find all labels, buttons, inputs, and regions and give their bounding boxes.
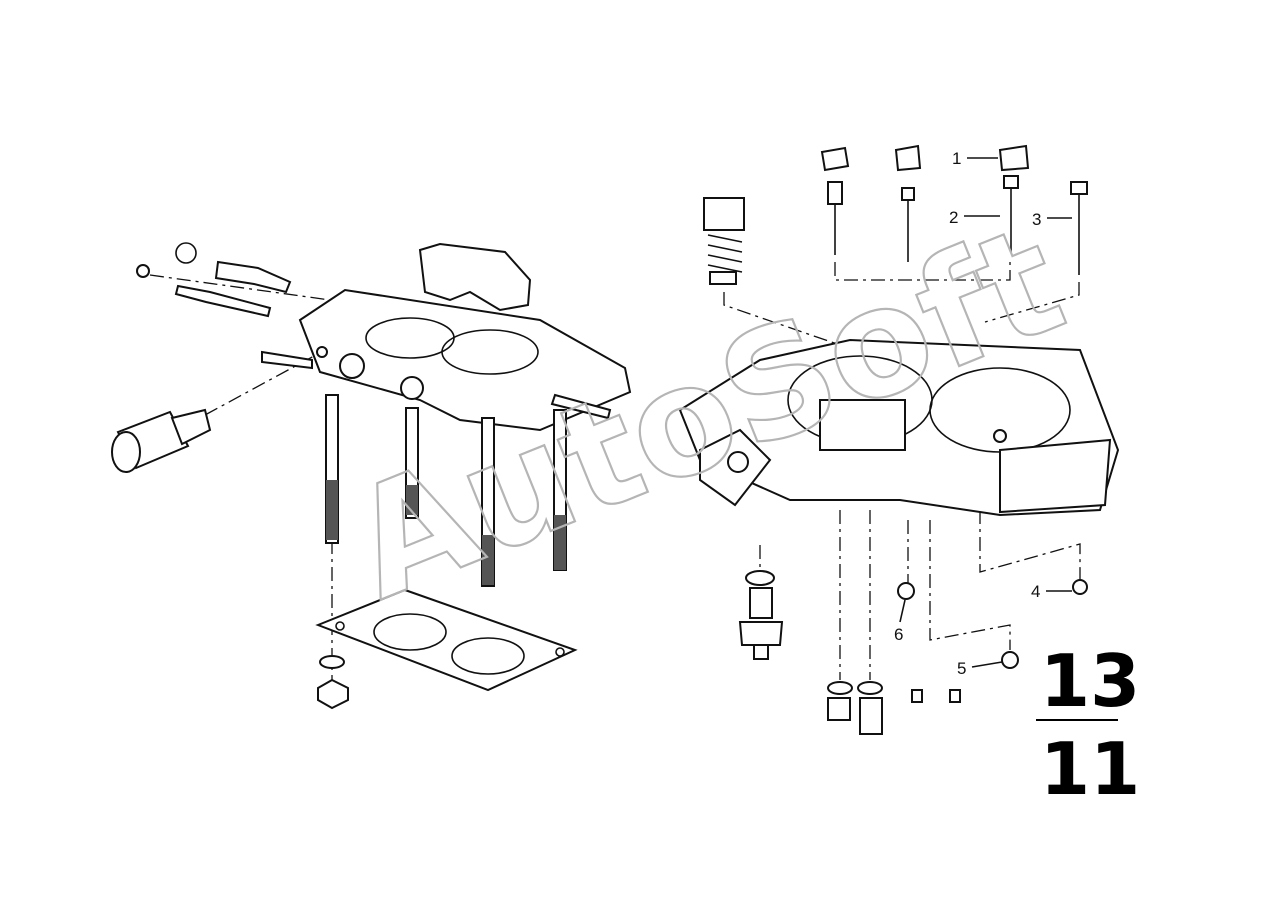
small-nut [136, 264, 150, 278]
part-1 [998, 144, 1030, 172]
flange-gasket [315, 588, 578, 692]
part-3-head [1070, 181, 1088, 195]
jet-screw-right [859, 697, 883, 735]
washer [319, 655, 345, 669]
idle-screw-spring [174, 284, 272, 318]
studs [325, 394, 567, 587]
throttle-body [298, 242, 632, 432]
callout-2: 2 [949, 208, 958, 227]
jet-plug [820, 146, 850, 172]
carburetor-base-assembly [678, 144, 1120, 735]
temperature-valve [738, 587, 784, 660]
group-number-top: 13 [1040, 639, 1140, 723]
seal-ring [745, 570, 775, 586]
screw-4 [1072, 579, 1088, 595]
hex-nut [317, 678, 349, 710]
air-jet-plug [894, 144, 922, 172]
pump-piston [703, 197, 745, 285]
screw-5 [1001, 651, 1019, 669]
group-number-bottom: 11 [1040, 727, 1140, 811]
pin [261, 350, 313, 370]
callout-5: 5 [957, 659, 966, 678]
callout-1: 1 [952, 149, 961, 168]
jet-screw-left [827, 697, 851, 721]
throttle-body-assembly [111, 242, 632, 710]
screw-6 [897, 582, 915, 600]
carburetor-base [678, 338, 1120, 517]
cutoff-solenoid [111, 408, 212, 473]
callout-6: 6 [894, 625, 903, 644]
jet [827, 181, 843, 205]
part-2-head [1003, 175, 1019, 189]
callout-3: 3 [1032, 210, 1041, 229]
o-ring [175, 242, 197, 264]
mixture-screw [214, 260, 292, 294]
callout-4: 4 [1031, 582, 1040, 601]
